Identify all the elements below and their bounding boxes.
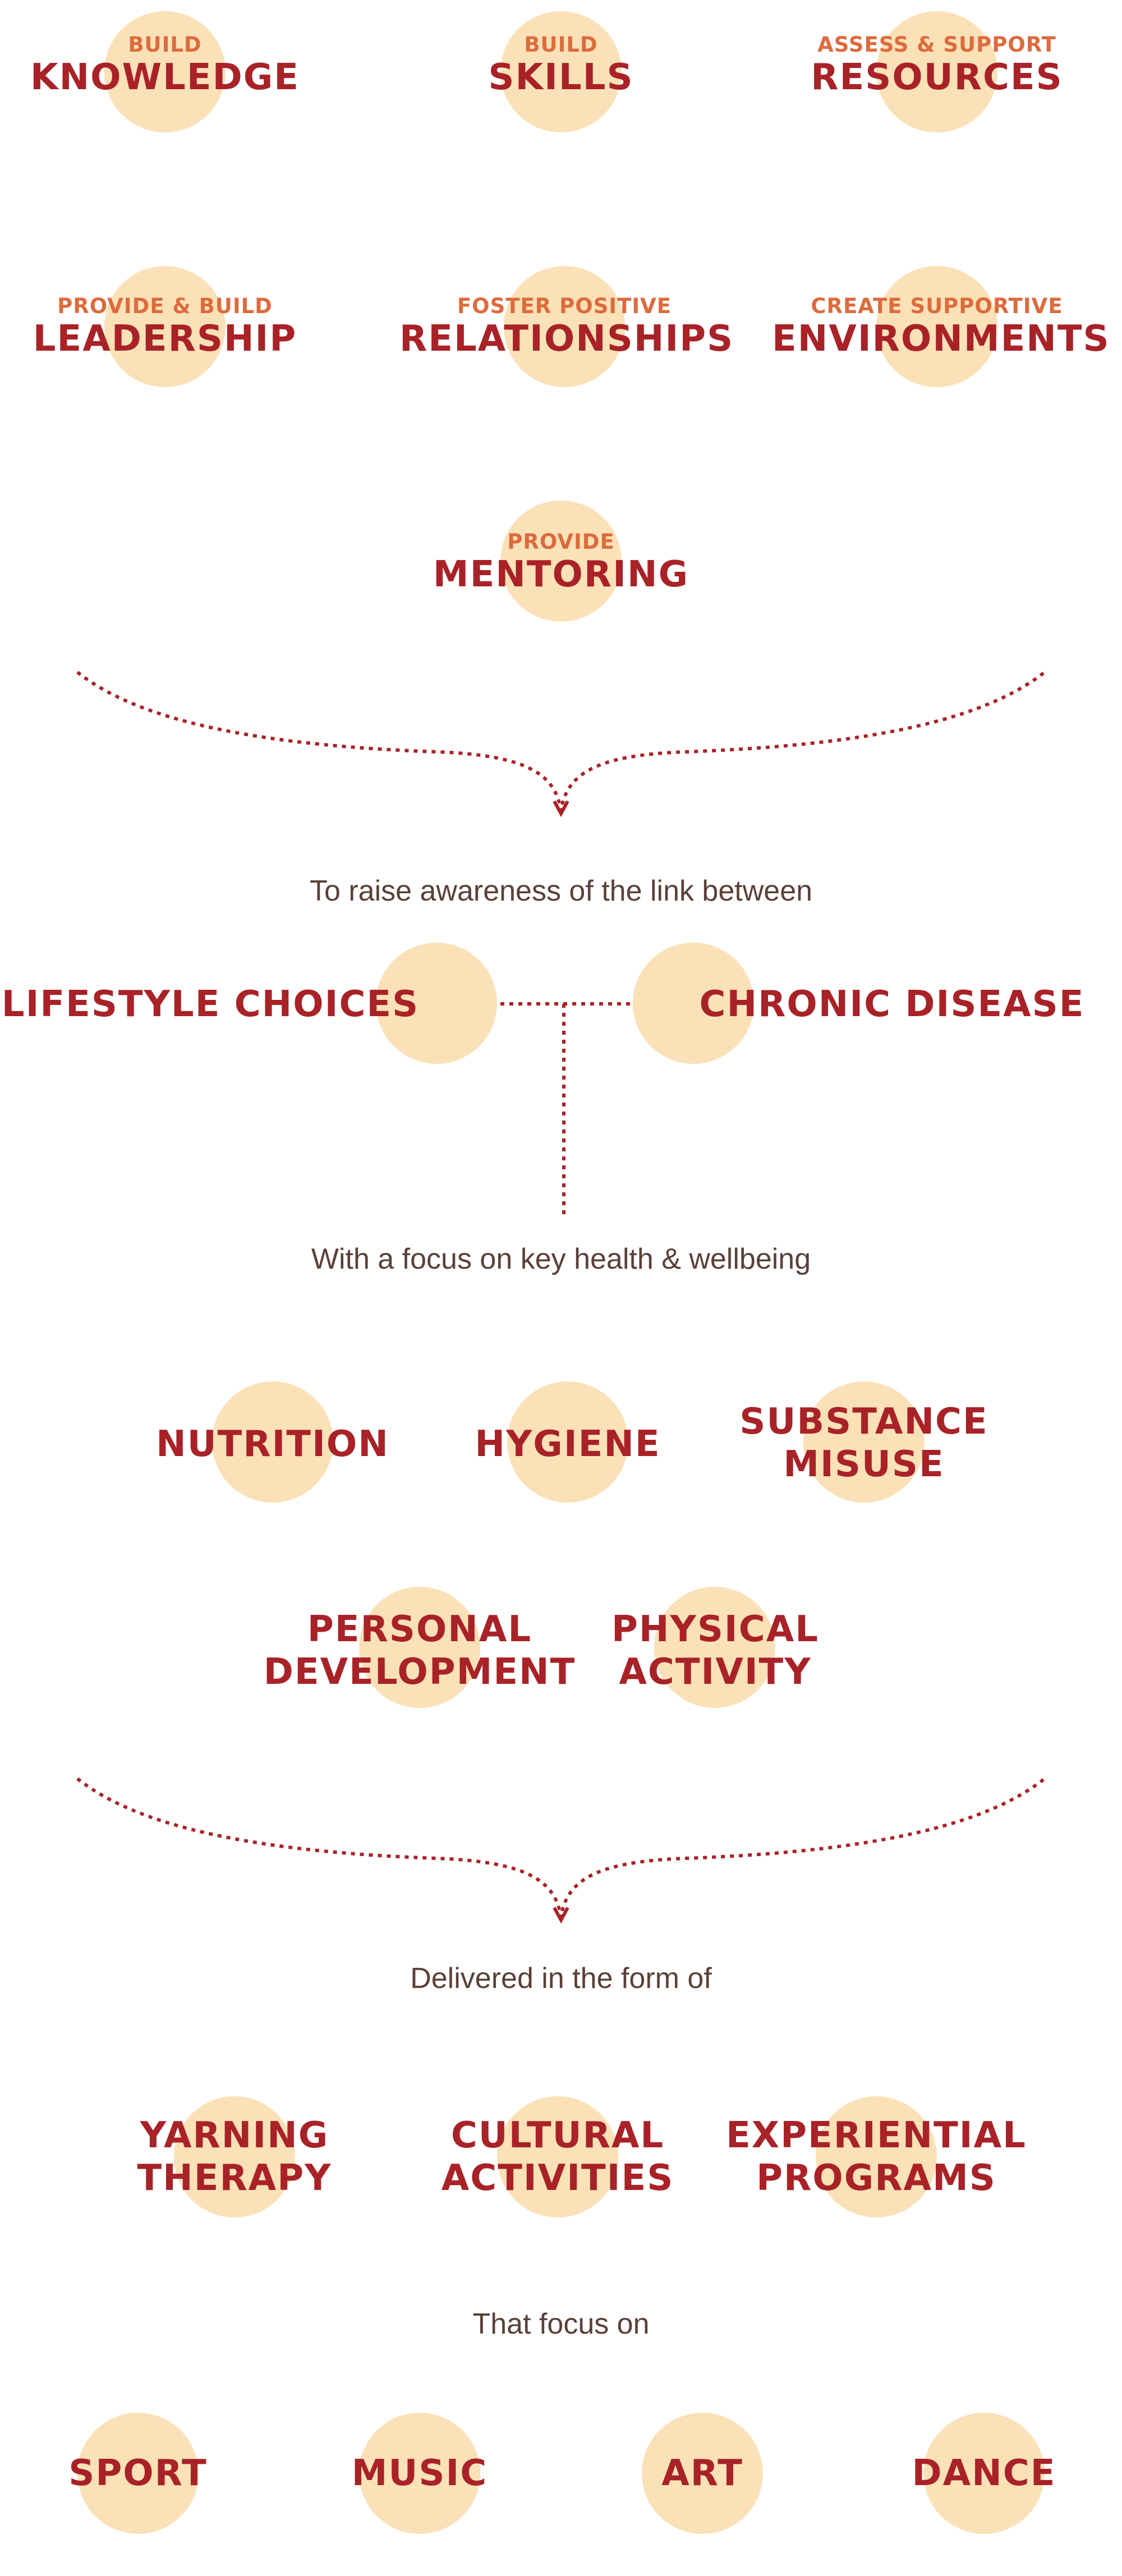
caption-that-focus: That focus on (472, 2308, 650, 2340)
activity-sport: SPORT (0, 2452, 276, 2495)
approach-title: SKILLS (488, 57, 634, 98)
approach-title: ENVIRONMENTS (772, 318, 1110, 360)
health-area-substance-misuse: SUBSTANCE MISUSE (703, 1401, 1024, 1486)
delivery-experiential-programs: EXPERIENTIAL PROGRAMS (708, 2114, 1045, 2200)
activity-dance: DANCE (846, 2452, 1122, 2495)
approach-kicker: BUILD (524, 33, 598, 57)
health-area-line2: MISUSE (783, 1444, 945, 1485)
link-lifestyle-choices: LIFESTYLE CHOICES (0, 983, 421, 1026)
circle-nutrition (212, 1381, 333, 1503)
health-area-physical-activity: PHYSICAL ACTIVITY (561, 1608, 870, 1693)
delivery-cultural-activities: CULTURAL ACTIVITIES (389, 2114, 726, 2200)
approach-title: MENTORING (433, 554, 689, 595)
circle-dance (923, 2413, 1045, 2534)
approach-title: LEADERSHIP (33, 318, 297, 360)
approach-kicker: PROVIDE (507, 530, 615, 554)
health-area-line2: DEVELOPMENT (263, 1651, 576, 1693)
circle-substance (803, 1381, 925, 1503)
approach-environments: CREATE SUPPORTIVE ENVIRONMENTS (772, 294, 1110, 360)
circle-personal (359, 1587, 480, 1708)
approach-kicker: BUILD (128, 33, 202, 57)
brace-top (76, 671, 1046, 811)
circle-skills (500, 11, 622, 132)
delivery-line2: ACTIVITIES (441, 2157, 674, 2199)
approach-kicker: FOSTER POSITIVE (457, 294, 672, 318)
health-area-line1: NUTRITION (156, 1424, 389, 1465)
health-area-nutrition: NUTRITION (112, 1423, 433, 1466)
circle-environments (876, 266, 997, 387)
approach-kicker: ASSESS & SUPPORT (817, 33, 1056, 57)
circle-resources (876, 11, 997, 132)
circle-cultural (497, 2096, 618, 2217)
approach-leadership: PROVIDE & BUILD LEADERSHIP (0, 295, 330, 360)
circle-relationships (504, 266, 625, 387)
activity-label: MUSIC (351, 2453, 488, 2494)
brace-top-tip (553, 800, 569, 818)
delivery-line1: EXPERIENTIAL (726, 2115, 1027, 2156)
caption-delivered: Delivered in the form of (410, 1962, 712, 1995)
delivery-line1: CULTURAL (450, 2115, 665, 2156)
caption-focus: With a focus on key health & wellbeing (311, 1243, 811, 1275)
circle-physical (654, 1587, 775, 1708)
circle-mentoring (500, 500, 622, 622)
approach-knowledge: BUILD KNOWLEDGE (0, 34, 330, 99)
approach-kicker: PROVIDE & BUILD (57, 294, 273, 318)
circle-music (359, 2413, 480, 2534)
approach-title: KNOWLEDGE (30, 57, 300, 98)
approach-skills: BUILD SKILLS (396, 34, 726, 99)
link-left-label: LIFESTYLE CHOICES (1, 984, 420, 1025)
health-area-line1: SUBSTANCE (739, 1401, 988, 1443)
activity-art: ART (564, 2452, 840, 2495)
health-area-line2: ACTIVITY (619, 1651, 812, 1693)
health-area-line1: HYGIENE (475, 1424, 661, 1465)
circle-sport (77, 2413, 199, 2534)
health-area-line1: PERSONAL (307, 1609, 532, 1650)
approach-kicker: CREATE SUPPORTIVE (811, 294, 1063, 318)
delivery-yarning-therapy: YARNING THERAPY (66, 2114, 403, 2200)
activity-label: DANCE (912, 2453, 1056, 2494)
activity-label: ART (661, 2453, 743, 2494)
health-area-line1: PHYSICAL (611, 1609, 819, 1650)
approach-resources: ASSESS & SUPPORT RESOURCES (772, 34, 1102, 99)
delivery-line1: YARNING (140, 2115, 329, 2156)
circle-art (642, 2413, 763, 2534)
circle-hygiene (507, 1381, 628, 1503)
brace-middle (76, 1777, 1046, 1918)
circle-knowledge (104, 11, 226, 132)
approach-title: RELATIONSHIPS (399, 318, 734, 360)
circle-lifestyle (376, 943, 497, 1064)
circle-yarning (174, 2096, 295, 2217)
circle-leadership (104, 266, 226, 387)
health-area-personal-development: PERSONAL DEVELOPMENT (251, 1608, 588, 1693)
activity-music: MUSIC (282, 2452, 558, 2495)
approach-relationships: FOSTER POSITIVE RELATIONSHIPS (399, 294, 734, 360)
link-chronic-disease: CHRONIC DISEASE (696, 983, 1088, 1026)
delivery-line2: THERAPY (137, 2157, 332, 2199)
approach-mentoring: PROVIDE MENTORING (396, 531, 726, 596)
link-right-label: CHRONIC DISEASE (699, 984, 1085, 1025)
brace-middle-tip (553, 1907, 569, 1924)
approach-title: RESOURCES (811, 57, 1063, 98)
caption-awareness: To raise awareness of the link between (309, 875, 813, 907)
health-area-hygiene: HYGIENE (407, 1423, 728, 1466)
delivery-line2: PROGRAMS (756, 2157, 996, 2199)
circle-chronic (633, 943, 754, 1064)
activity-label: SPORT (68, 2453, 208, 2494)
circle-experiential (816, 2096, 937, 2217)
